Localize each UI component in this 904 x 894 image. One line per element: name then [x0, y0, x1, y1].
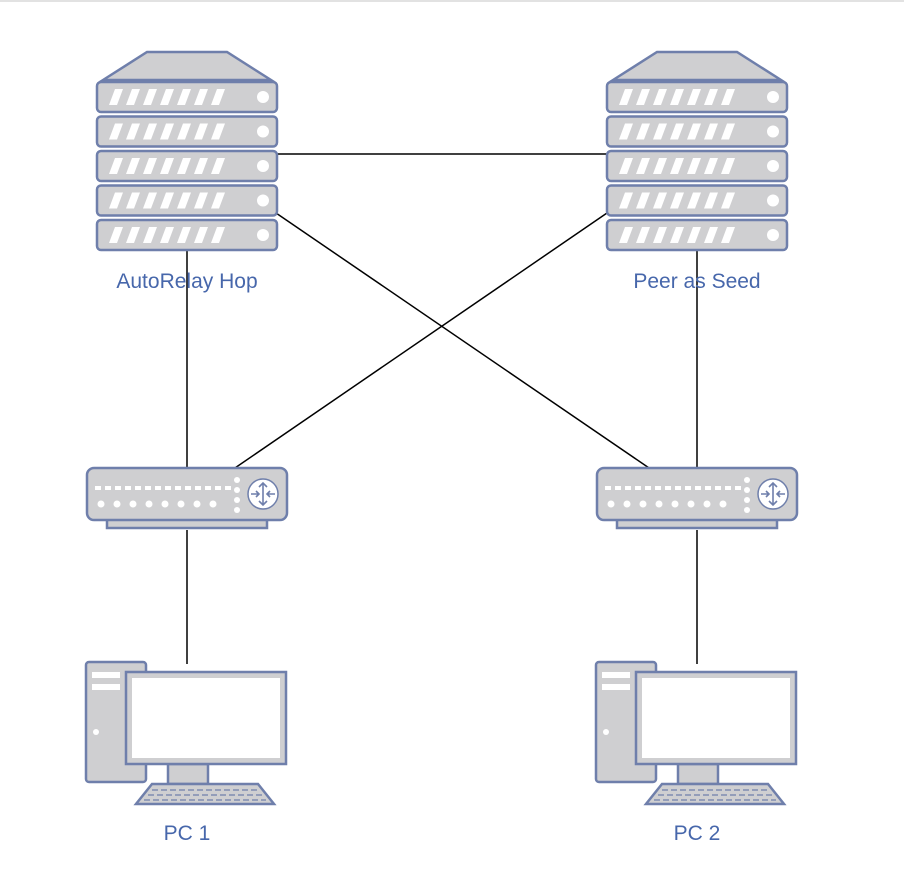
- server-unit: [95, 80, 279, 114]
- node-pc-1: PC 1: [84, 660, 288, 845]
- node-router-left: [85, 466, 289, 530]
- pc-monitor-stand: [166, 762, 210, 786]
- node-autorelay-hop: AutoRelay Hop: [95, 50, 279, 293]
- top-divider: [0, 0, 904, 2]
- router-arrows-icon: [757, 478, 789, 510]
- server-roof: [608, 50, 786, 82]
- edges-layer: [186, 153, 698, 664]
- nodes-layer: AutoRelay Hop Peer as Seed PC 1 PC 2: [84, 50, 799, 845]
- pc-monitor-stand: [676, 762, 720, 786]
- peer-as-seed-label: Peer as Seed: [633, 270, 760, 293]
- server-unit: [95, 184, 279, 217]
- server-unit: [605, 115, 789, 148]
- server-unit: [605, 184, 789, 217]
- server-unit: [95, 218, 279, 252]
- link-autorelay-hop-to-router-right: [275, 212, 653, 471]
- server-roof: [98, 50, 276, 82]
- server-unit: [605, 218, 789, 252]
- server-unit: [95, 149, 279, 183]
- autorelay-hop-label: AutoRelay Hop: [116, 270, 257, 293]
- server-unit: [605, 80, 789, 114]
- pc-1-label: PC 1: [164, 822, 211, 845]
- pc-2-label: PC 2: [674, 822, 721, 845]
- server-unit: [95, 115, 279, 148]
- link-peer-as-seed-to-router-left: [231, 212, 608, 471]
- node-router-right: [595, 466, 799, 530]
- pc-keyboard: [133, 782, 277, 806]
- node-pc-2: PC 2: [594, 660, 798, 845]
- server-unit: [605, 149, 789, 183]
- pc-keyboard: [643, 782, 787, 806]
- node-peer-as-seed: Peer as Seed: [605, 50, 789, 293]
- router-arrows-icon: [247, 478, 279, 510]
